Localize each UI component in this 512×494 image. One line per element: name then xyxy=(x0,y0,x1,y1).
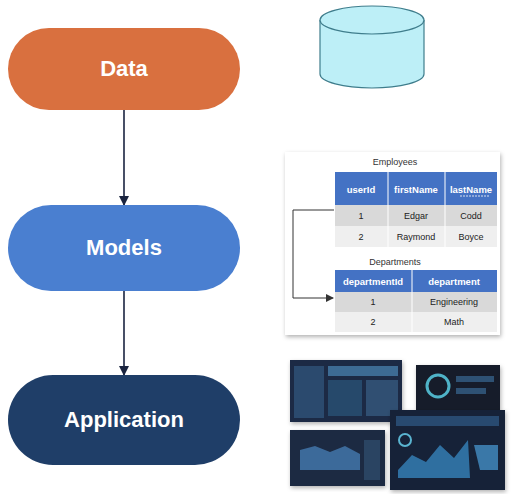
table-cell: Codd xyxy=(460,211,482,221)
process-pill: Application xyxy=(8,375,240,465)
app-screenshots xyxy=(290,360,505,490)
table-cell: Raymond xyxy=(397,232,436,242)
table-title: Departments xyxy=(369,257,421,267)
table-panel xyxy=(285,152,500,335)
table-header: department xyxy=(428,276,480,287)
process-pill: Data xyxy=(8,28,240,110)
node-label: Data xyxy=(100,56,148,82)
table-cell: Engineering xyxy=(430,297,478,307)
table-header: lastName xyxy=(450,184,492,195)
node-label: Application xyxy=(64,407,184,433)
table-title: Employees xyxy=(373,157,418,167)
table-header: firstName xyxy=(394,184,438,195)
flow-arrow xyxy=(123,110,125,205)
process-pill: Models xyxy=(8,205,240,291)
table-cell: 1 xyxy=(358,211,363,221)
table-cell: 2 xyxy=(358,232,363,242)
table-cell: Math xyxy=(444,317,464,327)
database-cylinder xyxy=(320,6,424,88)
table-cell: Edgar xyxy=(404,211,428,221)
node-label: Models xyxy=(86,235,162,261)
flow-arrow xyxy=(123,291,125,375)
table-header: departmentId xyxy=(343,276,403,287)
table-cell: Boyce xyxy=(458,232,483,242)
table-header: userId xyxy=(347,184,376,195)
table-cell: 2 xyxy=(370,317,375,327)
table-cell: 1 xyxy=(370,297,375,307)
